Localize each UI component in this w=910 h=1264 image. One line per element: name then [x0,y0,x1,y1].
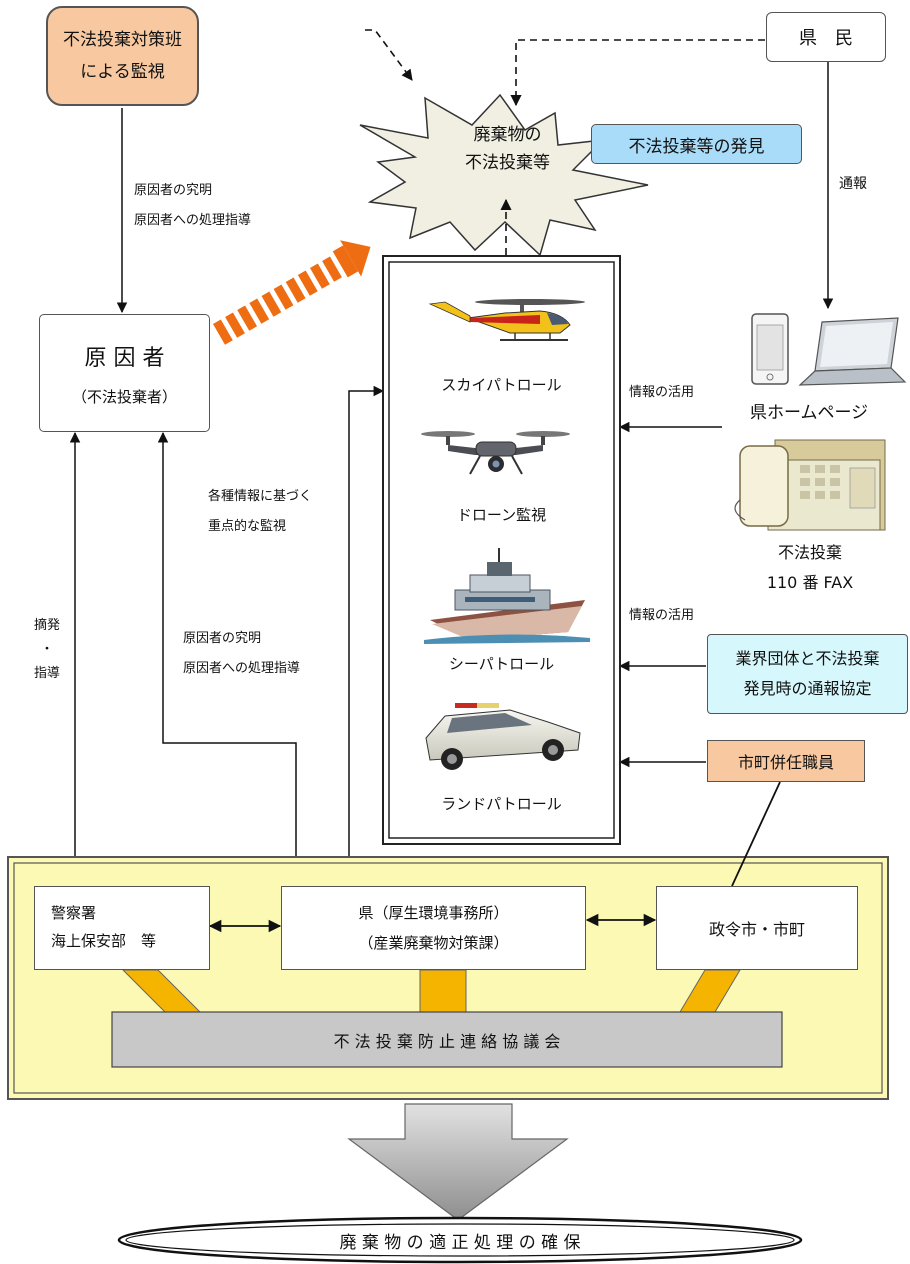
anti-dumping-team-box: 不法投棄対策班 による監視 [46,6,199,106]
anti-dumping-team-line1: 不法投棄対策班 [63,30,182,50]
industry-line1: 業界団体と不法投棄 [735,649,880,668]
smartphone-icon [751,313,789,385]
dashed-arrow-team-to-burst [365,29,413,81]
city-staff-box: 市町併任職員 [707,740,865,782]
arrow-council-to-patrol [348,385,385,857]
discovery-label: 不法投棄等の発見 [628,136,765,157]
big-down-arrow [347,1103,569,1221]
arrow-council-to-culprit-2 [157,431,297,857]
culprit-title: 原 因 者 [84,345,165,371]
prefecture-box: 県（厚生環境事務所） （産業廃棄物対策課） [281,886,586,970]
cause-labels-2: 原因者の究明 原因者への処理指導 [183,624,300,684]
info-use-label-1: 情報の活用 [629,385,695,400]
tekihatsu-line1: 摘発 [33,618,60,633]
tekihatsu-line2: ・ [40,642,54,657]
fax-machine-icon [734,439,886,531]
focus-label-line2: 重点的な監視 [208,519,287,534]
cause-label-line1: 原因者の究明 [134,183,213,198]
police-box: 警察署 海上保安部 等 [34,886,210,970]
drone-icon [421,431,570,475]
police-line2: 海上保安部 等 [51,932,157,950]
focus-label-line1: 各種情報に基づく [208,489,313,504]
cause-label-line2: 原因者への処理指導 [134,213,252,228]
laptop-icon [798,317,907,386]
city-staff-label: 市町併任職員 [737,753,834,772]
kenmin-label: 県 民 [799,28,853,49]
police-car-icon [425,703,581,770]
council-area-inner [13,862,883,1094]
council-bar-label: 不 法 投 棄 防 止 連 絡 協 議 会 [112,1012,782,1067]
ship-icon [424,548,590,644]
tsuho-label: 通報 [839,176,867,192]
cause2-line2: 原因者への処理指導 [183,661,301,676]
cause2-line1: 原因者の究明 [183,631,262,646]
burst-label: 廃棄物の 不法投棄等 [420,114,595,184]
tekihatsu-label: 摘発 ・ 指導 [32,614,62,686]
pref-line1: 県（厚生環境事務所） [358,904,509,922]
burst-line2: 不法投棄等 [465,153,550,173]
hatched-arrow [213,240,371,345]
connector-pref [419,969,467,1013]
council-label: 不 法 投 棄 防 止 連 絡 協 議 会 [333,1031,561,1051]
fax-label-line2: 110 番 FAX [766,573,854,592]
homepage-label: 県ホームページ [750,403,869,423]
info-use-label-2: 情報の活用 [629,608,695,623]
helicopter-icon [428,299,585,341]
patrol-frame-outer [382,255,621,845]
fax-label-line1: 不法投棄 [777,543,842,562]
cause-labels: 原因者の究明 原因者への処理指導 [134,176,251,236]
patrol-frame-inner [388,261,615,839]
patrol-label-land: ランドパトロール [441,795,562,813]
line-citystaff-to-city [731,781,781,887]
city-box: 政令市・市町 [656,886,858,970]
tekihatsu-line3: 指導 [33,666,60,681]
industry-line2: 発見時の通報協定 [743,679,872,698]
dashed-arrow-kenmin-to-burst [510,39,765,107]
city-label: 政令市・市町 [708,920,805,939]
culprit-box: 原 因 者 （不法投棄者） [39,314,210,432]
final-label: 廃 棄 物 の 適 正 処 理 の 確 保 [339,1232,581,1253]
final-oval-label: 廃 棄 物 の 適 正 処 理 の 確 保 [119,1220,801,1260]
final-oval-inner [125,1223,795,1257]
patrol-label-sky: スカイパトロール [441,376,562,394]
discovery-box: 不法投棄等の発見 [591,124,802,164]
kenmin-box: 県 民 [766,12,886,62]
patrol-label-sea: シーパトロール [448,655,555,673]
fax-label: 不法投棄 110 番 FAX [740,538,880,598]
industry-agreement-box: 業界団体と不法投棄 発見時の通報協定 [707,634,908,714]
pref-line2: （産業廃棄物対策課） [358,934,509,952]
police-line1: 警察署 [51,904,97,922]
patrol-label-drone: ドローン監視 [456,506,547,524]
burst-line1: 廃棄物の [473,125,542,145]
final-oval-outer [117,1216,803,1264]
culprit-subtitle: （不法投棄者） [71,387,177,406]
focus-labels: 各種情報に基づく 重点的な監視 [208,482,312,542]
council-bar-bg [111,1011,783,1068]
anti-dumping-team-line2: による監視 [80,62,165,82]
